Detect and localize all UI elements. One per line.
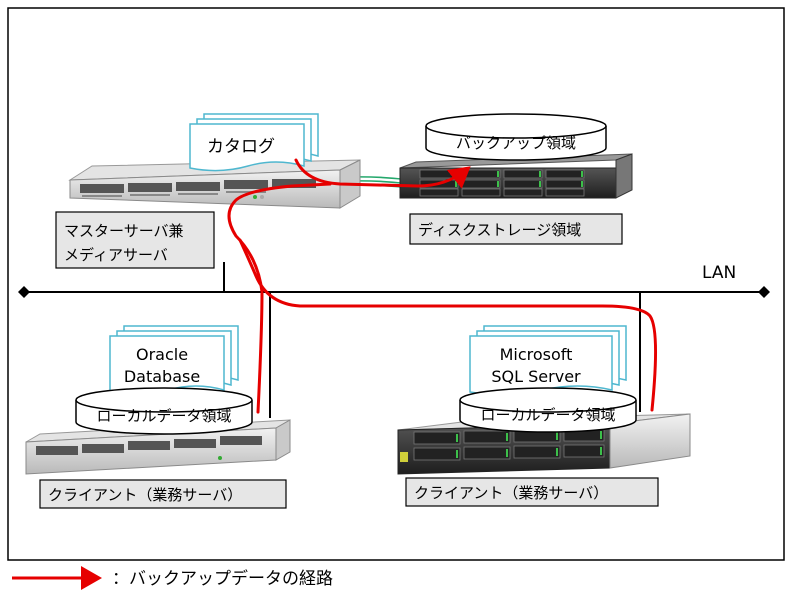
master-server-label-line1: マスターサーバ兼 [64, 222, 184, 240]
client-right-local-area-label: ローカルデータ領域 [480, 406, 615, 424]
legend-text: ：バックアップデータの経路 [112, 568, 333, 589]
client-left-caption: クライアント（業務サーバ） [39, 479, 287, 509]
legend: ：バックアップデータの経路 [12, 566, 333, 590]
client-right-document-stack: Microsoft SQL Server [469, 325, 627, 396]
client-right-local-data-cylinder: ローカルデータ領域 [459, 387, 637, 433]
lan-label: LAN [702, 263, 736, 283]
route-client-right [238, 238, 658, 412]
backup-area-label: バックアップ領域 [456, 134, 576, 152]
client-left-doc-line1: Oracle [136, 345, 188, 364]
backup-area-cylinder: バックアップ領域 [425, 113, 607, 161]
client-right-caption: クライアント（業務サーバ） [405, 477, 659, 507]
client-left-doc-line2: Database [124, 367, 200, 386]
catalog-label: カタログ [207, 137, 275, 157]
client-right-doc-line1: Microsoft [500, 345, 573, 364]
lan-endpoint-right-icon [758, 286, 770, 298]
client-left-document-stack: Oracle Database [109, 325, 239, 396]
master-server [68, 159, 361, 209]
master-server-caption: マスターサーバ兼 メディアサーバ [55, 211, 215, 269]
disk-storage-caption: ディスクストレージ領域 [409, 213, 623, 245]
lan-network: LAN [18, 262, 770, 418]
client-left-local-data-cylinder: ローカルデータ領域 [75, 387, 253, 435]
disk-storage [399, 153, 633, 199]
master-server-label-line2: メディアサーバ [64, 246, 168, 264]
route-catalog-to-backup [294, 158, 471, 189]
diagram-frame [7, 7, 785, 561]
backup-routes [227, 158, 658, 414]
client-left-local-area-label: ローカルデータ領域 [96, 407, 231, 425]
client-left-caption-label: クライアント（業務サーバ） [48, 486, 242, 504]
client-right-doc-line2: SQL Server [491, 367, 581, 386]
client-right-caption-label: クライアント（業務サーバ） [414, 484, 608, 502]
disk-storage-label: ディスクストレージ領域 [418, 221, 581, 239]
route-client-left [227, 182, 332, 414]
catalog-document-stack: カタログ [189, 113, 319, 172]
lan-endpoint-left-icon [18, 286, 30, 298]
